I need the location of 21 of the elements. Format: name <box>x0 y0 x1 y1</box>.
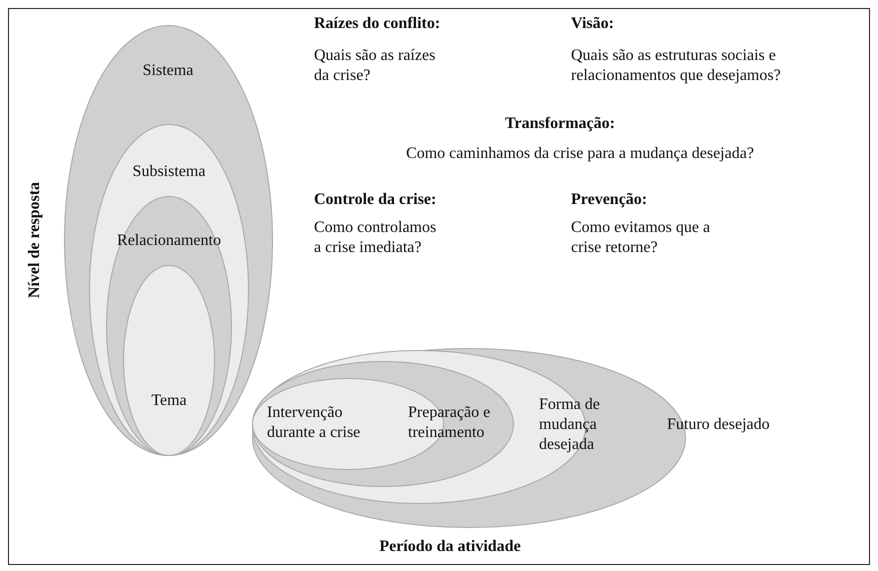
ellipse-label: Intervenção durante a crise <box>267 403 362 443</box>
heading-text: Raízes do conflito: <box>314 14 442 34</box>
heading-text: Prevenção: <box>571 190 648 210</box>
heading-text: Controle da crise: <box>314 190 438 210</box>
heading-text: Transformação: <box>504 114 616 134</box>
ellipse-label: Tema <box>150 391 188 411</box>
heading-text: Nível de resposta <box>25 180 44 300</box>
ellipse-label: Futuro desejado <box>667 415 771 435</box>
question-text: Quais são as estruturas sociais e relacionamentos que desejamos? <box>571 46 782 86</box>
question-text: Como evitamos que a crise retorne? <box>571 218 712 258</box>
heading-text: Período da atividade <box>378 537 522 557</box>
ellipse-label: Preparação e treinamento <box>408 403 492 443</box>
heading-text: Visão: <box>571 14 615 34</box>
scope-ellipse <box>123 265 215 456</box>
ellipse-label: Sistema <box>142 61 194 81</box>
ellipse-label: Subsistema <box>132 162 206 182</box>
ellipse-label: Forma de mudança desejada <box>539 395 601 455</box>
ellipse-label: Relacionamento <box>116 231 222 251</box>
question-text: Quais são as raízes da crise? <box>314 46 436 86</box>
question-text: Como caminhamos da crise para a mudança desejada? <box>405 144 755 164</box>
question-text: Como controlamos a crise imediata? <box>314 218 438 258</box>
